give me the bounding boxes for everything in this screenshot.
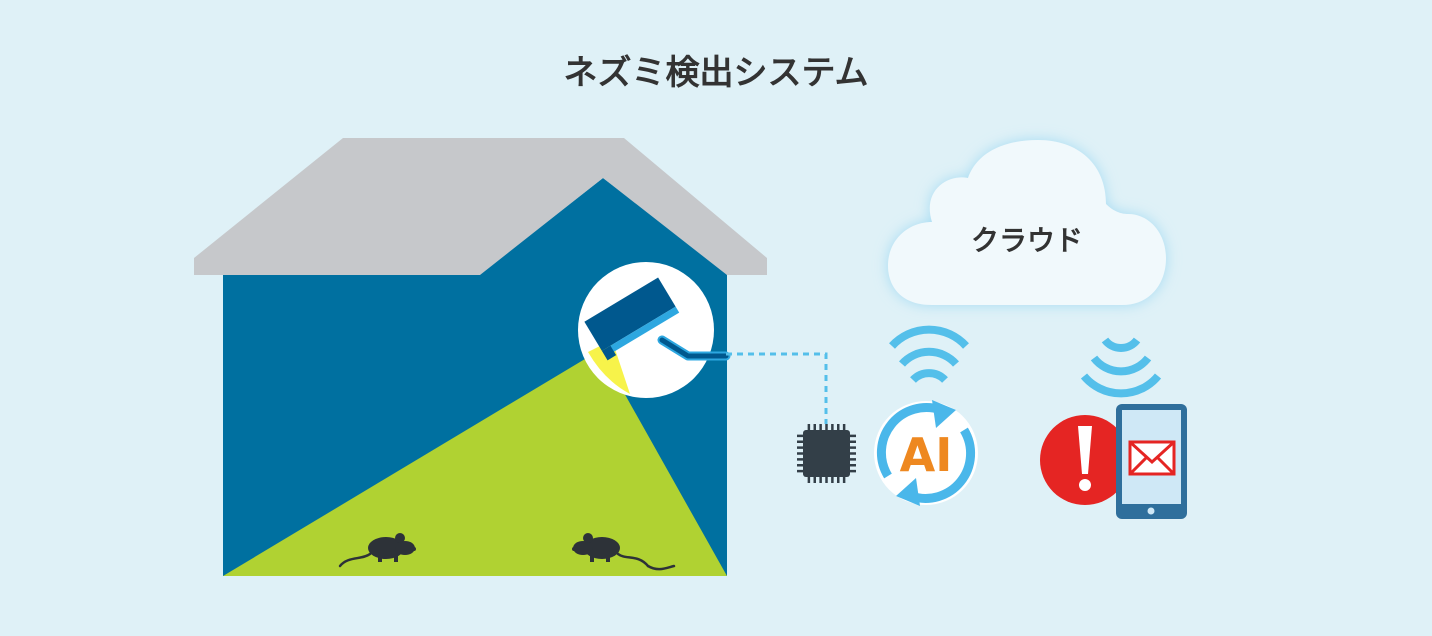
- chip-pin: [850, 469, 856, 473]
- chip-pin: [807, 424, 811, 430]
- cloud-label: クラウド: [971, 224, 1083, 257]
- chip-pin: [797, 464, 803, 467]
- mail-icon: [1128, 440, 1176, 476]
- camera-accent: [607, 306, 680, 354]
- camera-chip-connection: [726, 352, 828, 424]
- chip-pin: [819, 477, 822, 483]
- ai-refresh-icon: [874, 400, 978, 506]
- edge-chip-icon: [797, 424, 856, 483]
- chip-pin: [850, 440, 856, 443]
- wifi-signal-icon: [1080, 337, 1162, 398]
- chip-pin: [842, 424, 846, 430]
- alert-icon: [1040, 415, 1130, 505]
- chip-pin: [797, 458, 803, 461]
- chip-pin: [850, 446, 856, 449]
- chip-pin: [797, 452, 803, 455]
- security-camera: [578, 262, 731, 398]
- house-roof: [194, 138, 767, 275]
- chip-pin: [825, 424, 828, 430]
- chip-pin: [831, 424, 834, 430]
- chip-pin: [813, 477, 816, 483]
- cloud-shape: [888, 140, 1166, 305]
- wifi-signal-icon: [889, 325, 969, 383]
- chip-pin: [825, 477, 828, 483]
- house: [194, 138, 767, 576]
- chip-pin: [837, 477, 840, 483]
- cloud: [888, 140, 1166, 305]
- chip-pin: [850, 464, 856, 467]
- mouse-icon: [572, 533, 676, 571]
- chip-pin: [837, 424, 840, 430]
- chip-pin: [850, 458, 856, 461]
- camera-light: [588, 340, 630, 394]
- camera-body: [584, 277, 676, 351]
- chip-pin: [850, 452, 856, 455]
- chip-pin: [850, 434, 856, 438]
- diagram-title: ネズミ検出システム: [564, 53, 869, 93]
- chip-pin: [797, 440, 803, 443]
- camera-detection-area: [223, 350, 727, 576]
- chip-pin: [797, 434, 803, 438]
- chip-pin: [807, 477, 811, 483]
- chip-pin: [831, 477, 834, 483]
- chip-pin: [797, 469, 803, 473]
- chip-pin: [819, 424, 822, 430]
- ai-label: AI: [900, 428, 953, 482]
- mouse-icon: [338, 533, 416, 568]
- chip-pin: [797, 446, 803, 449]
- chip-pin: [842, 477, 846, 483]
- chip-pin: [813, 424, 816, 430]
